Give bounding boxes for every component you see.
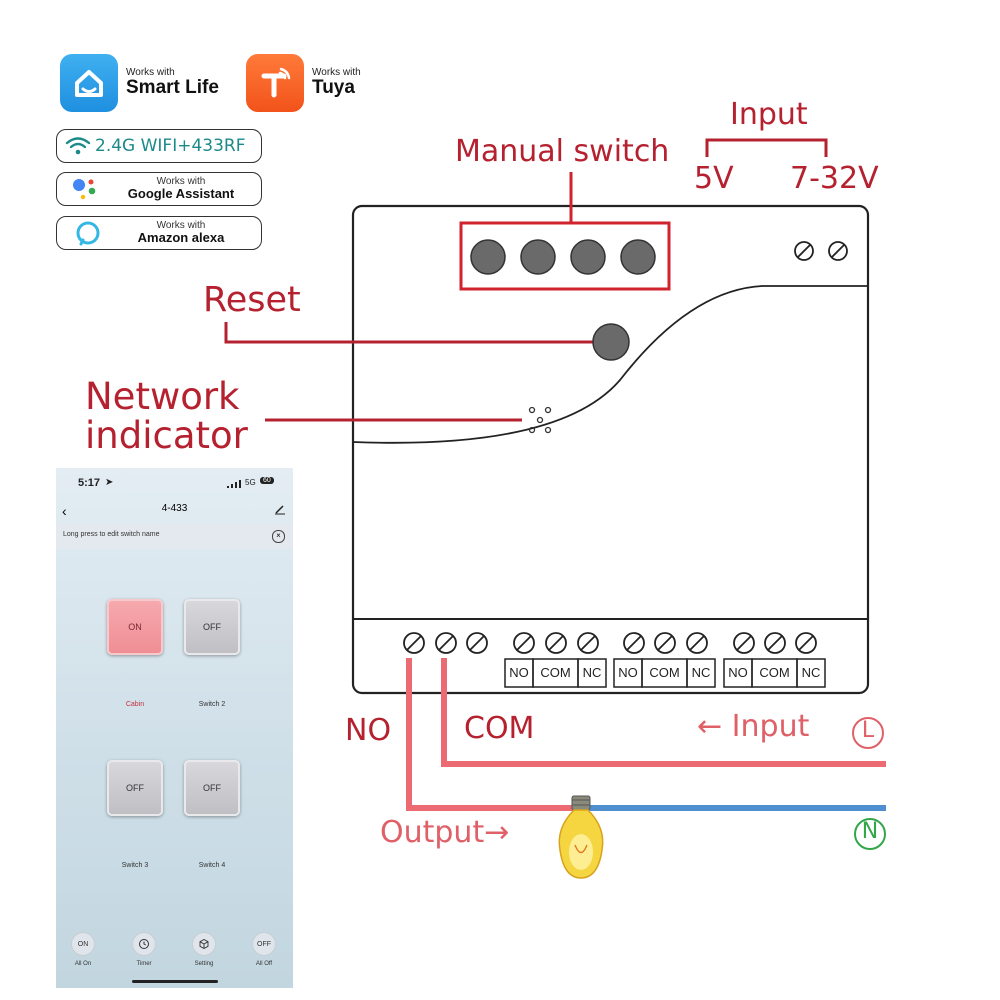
network-indicator-label-line2: indicator — [85, 414, 248, 457]
switch-1-name: Cabin — [125, 701, 145, 708]
google-big: Google Assistant — [127, 186, 235, 202]
network-type: 5G — [245, 478, 256, 487]
setting-label: Setting — [194, 961, 214, 967]
all-on-button[interactable]: ON — [71, 932, 95, 956]
all-on-label: All On — [74, 961, 92, 967]
input-bracket — [705, 138, 828, 157]
hint-bar: Long press to edit switch name × — [56, 523, 293, 549]
tuya-small: Works with — [312, 67, 361, 79]
timer-label: Timer — [136, 961, 152, 967]
alexa-big: Amazon alexa — [137, 230, 225, 246]
terminal-no-1: NO — [509, 665, 529, 680]
alexa-badge: Works with Amazon alexa — [56, 216, 262, 250]
switch-3-button[interactable]: OFF — [107, 760, 163, 816]
tuya-badge: Works with Tuya — [246, 54, 361, 112]
terminal-label-boxes — [504, 658, 826, 688]
smart-life-logo-icon — [60, 54, 118, 112]
wifi-text: 2.4G WIFI+433RF — [95, 136, 246, 156]
neutral-symbol-letter: N — [861, 819, 879, 844]
back-arrow-icon[interactable]: ‹ — [62, 503, 67, 519]
status-time: 5:17 — [78, 477, 101, 489]
alexa-small: Works with — [156, 219, 206, 231]
relay-module-body — [351, 204, 870, 695]
smart-life-small: Works with — [126, 67, 175, 79]
location-arrow-icon: ➤ — [105, 477, 114, 488]
hint-text: Long press to edit switch name — [63, 531, 160, 538]
close-hint-icon[interactable]: × — [272, 530, 285, 543]
reset-leader — [224, 322, 593, 344]
input-wire-com — [441, 658, 886, 767]
google-small: Works with — [156, 175, 206, 187]
cube-icon — [199, 938, 209, 950]
network-indicator-label-line1: Network — [85, 375, 240, 418]
smart-life-badge: Works with Smart Life — [60, 54, 219, 112]
manual-switch-label: Manual switch — [455, 134, 670, 169]
terminal-com-3: COM — [759, 665, 790, 680]
switch-2-name: Switch 2 — [198, 701, 226, 708]
power-terminal-screw-2 — [828, 241, 848, 261]
phone-status-bar: 5:17 ➤ 5G 60 — [56, 468, 293, 498]
google-assistant-icon — [73, 179, 96, 200]
smart-life-big: Smart Life — [126, 77, 219, 99]
all-off-button[interactable]: OFF — [252, 932, 276, 956]
manual-button-4 — [620, 239, 656, 275]
terminal-no-3: NO — [728, 665, 748, 680]
edit-icon[interactable] — [274, 503, 286, 515]
module-contour-line — [352, 285, 868, 444]
switch-4-button[interactable]: OFF — [184, 760, 240, 816]
wifi-icon — [65, 137, 91, 155]
google-assistant-badge: Works with Google Assistant — [56, 172, 262, 206]
power-terminal-screw-1 — [794, 241, 814, 261]
neutral-symbol — [854, 818, 886, 850]
tuya-logo-icon — [246, 54, 304, 112]
manual-button-3 — [570, 239, 606, 275]
switch-1-button[interactable]: ON — [107, 599, 163, 655]
clock-icon — [139, 939, 149, 949]
alexa-icon — [76, 221, 100, 246]
input-top-label: Input — [730, 97, 808, 132]
terminal-com-2: COM — [649, 665, 680, 680]
terminal-nc-2: NC — [691, 665, 711, 680]
terminal-nc-1: NC — [582, 665, 602, 680]
signal-icon — [227, 480, 241, 488]
device-title: 4-433 — [161, 503, 188, 514]
phone-app-screenshot: 5:17 ➤ 5G 60 ‹ 4-433 Long press to edit … — [56, 468, 293, 988]
setting-button[interactable] — [192, 932, 216, 956]
switch-3-name: Switch 3 — [121, 862, 149, 869]
terminal-no-2: NO — [618, 665, 638, 680]
live-symbol-letter: L — [861, 718, 875, 743]
bottom-terminal-screws — [403, 632, 817, 654]
voltage-7-32v-label: 7-32V — [790, 161, 879, 196]
battery-indicator: 60 — [260, 477, 274, 484]
light-bulb-icon — [558, 795, 604, 879]
manual-button-1 — [470, 239, 506, 275]
all-off-label: All Off — [255, 961, 273, 967]
network-indicator-led — [528, 406, 552, 434]
reset-label: Reset — [203, 280, 301, 320]
terminal-nc-3: NC — [801, 665, 821, 680]
phone-nav-bar: ‹ 4-433 — [56, 498, 293, 528]
timer-button[interactable] — [132, 932, 156, 956]
live-symbol — [852, 717, 884, 749]
input-arrow-label: ← Input — [697, 709, 810, 744]
output-label: Output→ — [380, 815, 510, 850]
no-wire-label: NO — [345, 713, 392, 748]
reset-button — [592, 323, 630, 361]
com-wire-label: COM — [464, 711, 535, 746]
tuya-big: Tuya — [312, 77, 355, 99]
switch-2-button[interactable]: OFF — [184, 599, 240, 655]
wifi-badge: 2.4G WIFI+433RF — [56, 129, 262, 163]
terminal-com-1: COM — [540, 665, 571, 680]
switch-4-name: Switch 4 — [198, 862, 226, 869]
voltage-5v-label: 5V — [694, 161, 734, 196]
manual-switch-frame — [459, 221, 671, 291]
output-wire-no — [406, 658, 583, 811]
home-indicator — [132, 980, 218, 983]
manual-button-2 — [520, 239, 556, 275]
